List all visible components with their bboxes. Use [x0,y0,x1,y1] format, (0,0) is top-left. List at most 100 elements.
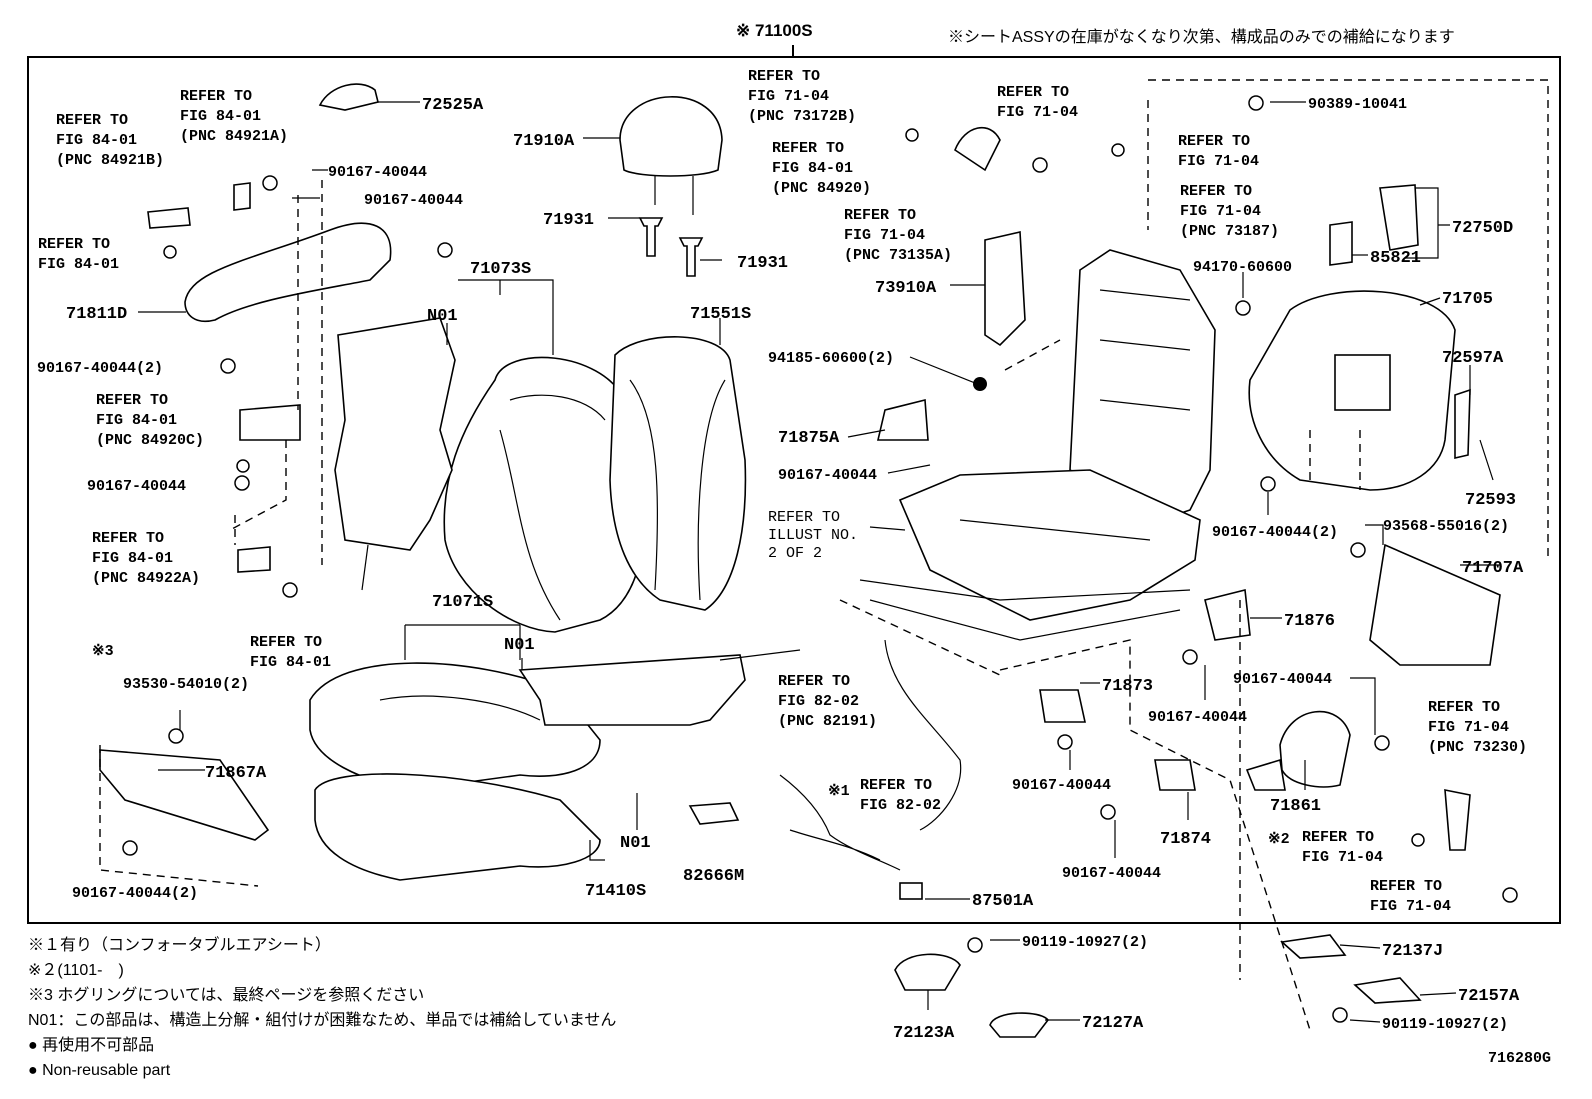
svg-text:(PNC 84921B): (PNC 84921B) [56,152,164,169]
svg-text:(PNC 73230): (PNC 73230) [1428,739,1527,756]
part-84921B-shape [147,207,191,229]
cushion-cover-shape [309,662,601,791]
callout-N01b: N01 [504,636,535,655]
nut-94185-shape [973,377,987,391]
svg-text:(PNC 84922A): (PNC 84922A) [92,570,200,587]
callout-90167b: 90167-40044 [364,192,463,209]
note-nonreusable-en: ● Non-reusable part [28,1062,171,1079]
note-n01: N01：この部品は、構造上分解・組付けが困難なため、単品では補給していません [28,1012,617,1029]
svg-text:REFER TO: REFER TO [748,68,820,85]
callout-90119b: 90119-10927(2) [1382,1016,1508,1033]
callout-90167h: 90167-40044 [1233,671,1332,688]
back-heater-shape [334,317,456,551]
part-84921A-shape [233,182,251,211]
bracket-71873-shape [1039,689,1086,723]
svg-text:REFER TO: REFER TO [56,112,128,129]
callout-71071S: 71071S [432,593,493,612]
part-84920C-shape [239,404,301,441]
note-2: ※２(1101- ) [28,962,124,979]
callout-90167a: 90167-40044 [328,164,427,181]
callout-N01a: N01 [427,307,458,326]
callout-72127A: 72127A [1082,1014,1144,1033]
callout-71073S: 71073S [470,260,531,279]
callout-94170: 94170-60600 [1193,259,1292,276]
svg-text:(PNC 84920): (PNC 84920) [772,180,871,197]
seatback-cover-shape [443,356,647,633]
bracket-71874-shape [1154,759,1196,791]
svg-text:FIG 71-04: FIG 71-04 [1302,849,1383,866]
part-85821-shape [1329,221,1353,266]
callout-71705: 71705 [1442,290,1493,309]
svg-text:REFER TO: REFER TO [180,88,252,105]
callout-71551S: 71551S [690,305,751,324]
svg-text:REFER TO: REFER TO [1428,699,1500,716]
belt-buckle-shape [1444,789,1471,851]
svg-text:REFER TO: REFER TO [860,777,932,794]
seat-frame-shape [859,249,1216,641]
svg-text:(PNC 84921A): (PNC 84921A) [180,128,288,145]
callout-71707A: 71707A [1462,559,1524,578]
callout-90167k: 90167-40044 [1062,865,1161,882]
module-shape [688,802,740,825]
callout-71867A: 71867A [205,764,267,783]
svg-text:REFER TO: REFER TO [844,207,916,224]
callout-72137J: 72137J [1382,942,1443,961]
callout-93568: 93568-55016(2) [1383,518,1509,535]
refer-84920: REFER TO FIG 84-01 (PNC 84920) [772,140,871,197]
callout-72157A: 72157A [1458,987,1520,1006]
callout-72593: 72593 [1465,491,1516,510]
footnotes: ※１有り（コンフォータブルエアシート） ※２(1101- ) ※3 ホグリングに… [28,933,616,1083]
svg-text:FIG 84-01: FIG 84-01 [772,160,853,177]
svg-text:(PNC 73187): (PNC 73187) [1180,223,1279,240]
svg-text:FIG 71-04: FIG 71-04 [1370,898,1451,915]
svg-text:FIG 71-04: FIG 71-04 [997,104,1078,121]
svg-text:REFER TO: REFER TO [772,140,844,157]
svg-text:FIG 71-04: FIG 71-04 [844,227,925,244]
headrest-support-shapes [638,217,704,277]
refer-71-04-a: REFER TO FIG 71-04 [997,84,1078,121]
svg-text:REFER TO: REFER TO [997,84,1069,101]
callout-71876: 71876 [1284,612,1335,631]
lever-shape [318,83,379,111]
svg-text:FIG 82-02: FIG 82-02 [860,797,941,814]
svg-text:ILLUST NO.: ILLUST NO. [768,527,858,544]
side-trim-b-shape [1353,977,1422,1004]
callout-72750D: 72750D [1452,219,1513,238]
svg-text:FIG 84-01: FIG 84-01 [92,550,173,567]
cap-a-shape [894,953,961,991]
refer-84921B: REFER TO FIG 84-01 (PNC 84921B) [56,112,164,169]
svg-text:REFER TO: REFER TO [768,509,840,526]
svg-text:REFER TO: REFER TO [778,673,850,690]
side-panel-shape [984,231,1026,347]
svg-text:(PNC 82191): (PNC 82191) [778,713,877,730]
callout-94185: 94185-60600(2) [768,350,894,367]
svg-text:FIG 84-01: FIG 84-01 [96,412,177,429]
figure-number: 716280G [1488,1050,1551,1067]
callout-90389: 90389-10041 [1308,96,1407,113]
callout-90167d: 90167-40044 [87,478,186,495]
bracket-71875A-shape [876,398,929,441]
callout-90119a: 90119-10927(2) [1022,934,1148,951]
callout-mark1: ※1 [828,783,850,800]
cushion-pad-shape [314,773,601,881]
svg-text:FIG 84-01: FIG 84-01 [56,132,137,149]
harness-shape [779,639,962,871]
svg-text:FIG 71-04: FIG 71-04 [748,88,829,105]
svg-text:FIG 82-02: FIG 82-02 [778,693,859,710]
cap-b-shape [989,1012,1050,1038]
assy-code: ※ 71100S [736,21,813,40]
callout-71861: 71861 [1270,797,1321,816]
leader-lines [138,101,1500,1023]
callout-82666M: 82666M [683,867,744,886]
assembly-dashed-lines [99,79,1549,1031]
